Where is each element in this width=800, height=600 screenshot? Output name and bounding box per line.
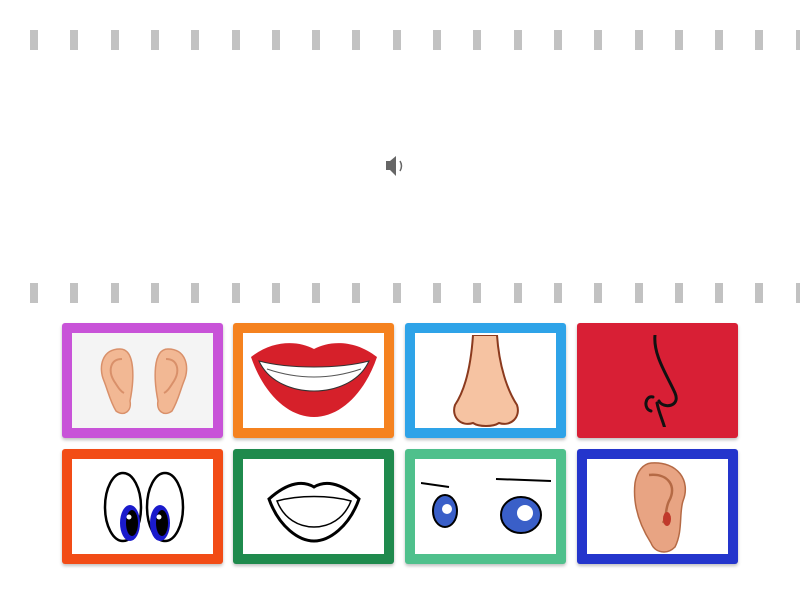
dash xyxy=(70,283,79,303)
dash xyxy=(634,283,643,303)
single-ear-image xyxy=(587,459,728,554)
dash xyxy=(594,283,603,303)
dash xyxy=(473,30,482,50)
play-audio-button[interactable] xyxy=(384,152,412,180)
dash xyxy=(473,283,482,303)
dash xyxy=(312,283,321,303)
dash xyxy=(513,283,522,303)
top-dashed-divider xyxy=(0,30,800,50)
dash xyxy=(231,283,240,303)
answer-tile-pair-of-ears[interactable] xyxy=(62,323,223,438)
answer-tile-nose-line-drawing[interactable] xyxy=(577,323,738,438)
answer-tile-single-ear[interactable] xyxy=(577,449,738,564)
dash xyxy=(715,283,724,303)
dash xyxy=(70,30,79,50)
dash xyxy=(674,283,683,303)
answer-tile-cartoon-eyes[interactable] xyxy=(62,449,223,564)
dash xyxy=(352,283,361,303)
dash xyxy=(795,30,800,50)
dash xyxy=(392,283,401,303)
anime-eyes-image xyxy=(415,459,556,554)
dash xyxy=(594,30,603,50)
dash xyxy=(674,30,683,50)
dash xyxy=(30,30,38,50)
nose-image xyxy=(415,333,556,428)
dash xyxy=(553,30,562,50)
bottom-dashed-divider xyxy=(0,283,800,303)
dash xyxy=(433,30,441,50)
dash xyxy=(271,283,280,303)
answer-tile-mouth-line-drawing[interactable] xyxy=(233,449,394,564)
dash xyxy=(110,283,119,303)
dash xyxy=(513,30,522,50)
dash xyxy=(110,30,119,50)
dash xyxy=(392,30,401,50)
nose-line-drawing-image xyxy=(587,333,728,428)
dash xyxy=(553,283,562,303)
dash xyxy=(755,283,764,303)
dash xyxy=(150,283,159,303)
dash xyxy=(271,30,280,50)
dash xyxy=(634,30,643,50)
dash xyxy=(715,30,724,50)
answer-tile-anime-eyes[interactable] xyxy=(405,449,566,564)
dash xyxy=(755,30,764,50)
answer-tile-nose[interactable] xyxy=(405,323,566,438)
dash xyxy=(352,30,361,50)
dash xyxy=(312,30,321,50)
answer-tile-smiling-red-lips[interactable] xyxy=(233,323,394,438)
dash xyxy=(150,30,159,50)
dash xyxy=(191,283,200,303)
dash xyxy=(231,30,240,50)
smiling-red-lips-image xyxy=(243,333,384,428)
pair-of-ears-image xyxy=(72,333,213,428)
dash xyxy=(433,283,441,303)
dash xyxy=(795,283,800,303)
mouth-line-drawing-image xyxy=(243,459,384,554)
dash xyxy=(191,30,200,50)
dash xyxy=(30,283,38,303)
cartoon-eyes-image xyxy=(72,459,213,554)
speaker-icon xyxy=(386,156,403,176)
